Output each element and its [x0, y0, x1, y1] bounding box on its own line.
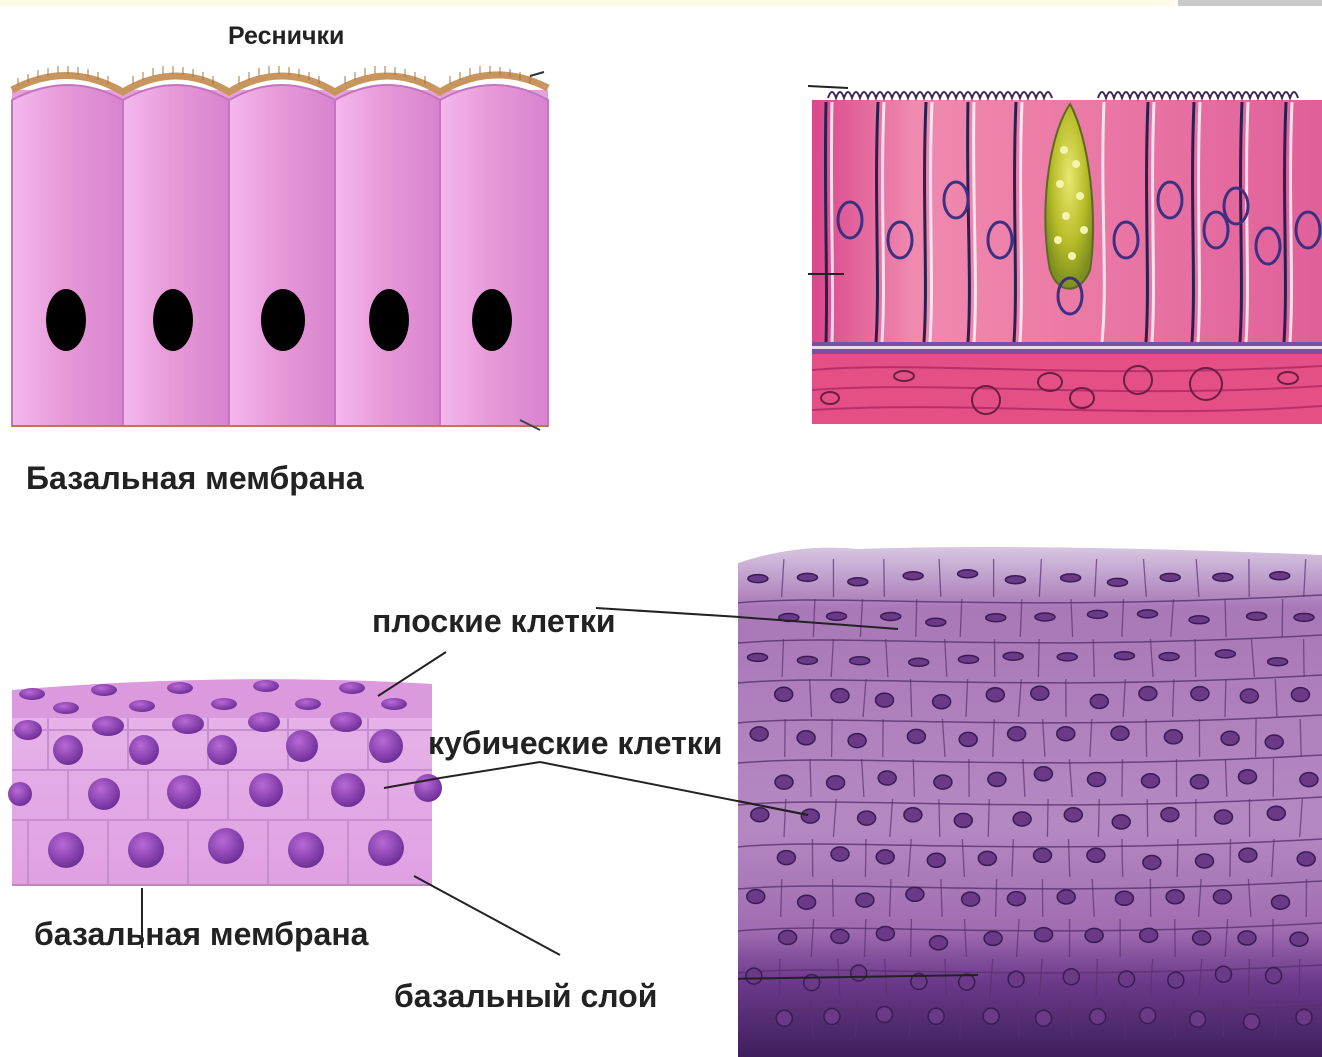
pointer-flat-cells — [596, 608, 740, 617]
pointer-cubic-cells-right — [540, 762, 808, 815]
pointer-cubic-cells-left — [440, 762, 540, 778]
pointer-basal-layer — [414, 876, 560, 955]
pointer-flat-cells-left — [378, 652, 446, 696]
label-basal-membrane-bottom: базальная мембрана — [34, 918, 368, 950]
label-flat-cells: плоские клетки — [372, 605, 616, 637]
pointer-top-left-lower — [520, 420, 540, 430]
label-basal-layer: базальный слой — [394, 980, 657, 1012]
label-cubic-cells: кубические клетки — [428, 727, 722, 759]
pointer-cubic-cells-mid — [384, 778, 440, 788]
